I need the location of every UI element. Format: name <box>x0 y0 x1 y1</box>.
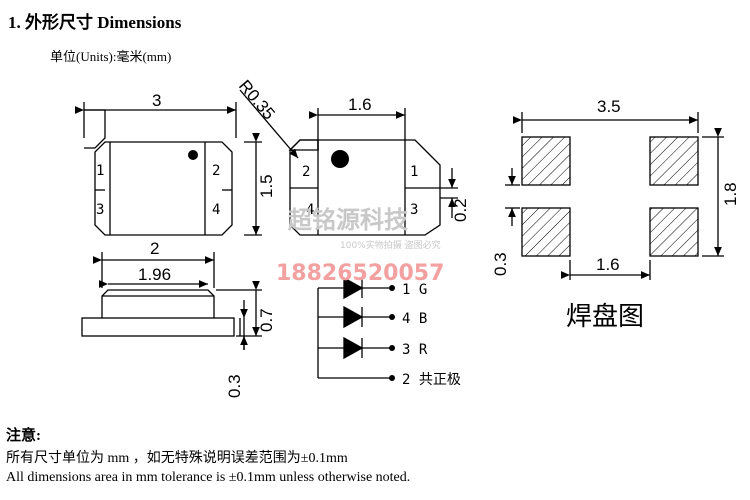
dim-side-base: 0.3 <box>225 374 244 398</box>
dim-right-width: 1.6 <box>348 95 372 114</box>
bottom-pin-4: 4 <box>306 202 314 218</box>
top-view <box>74 102 262 236</box>
dim-side-height: 0.7 <box>257 308 276 332</box>
bottom-pin-3: 3 <box>410 202 418 218</box>
watermark-phone: 18826520057 <box>276 261 444 286</box>
circuit-common-anode: 2 共正极 <box>402 372 461 388</box>
pin1-dot <box>188 150 198 160</box>
pin1-marker <box>331 150 349 168</box>
top-pin-4: 4 <box>212 202 220 218</box>
dim-pad-height: 1.8 <box>721 182 740 206</box>
dim-right-notch: 0.2 <box>451 198 470 222</box>
watermark-company: 超铭源科技 <box>288 206 409 234</box>
dim-side-inner-width: 1.96 <box>138 265 171 284</box>
circuit-pin-b: 4 B <box>402 311 427 327</box>
bottom-pin-2: 2 <box>302 164 310 180</box>
circuit-pin-g: 1 G <box>402 282 427 298</box>
dim-side-width: 2 <box>150 239 159 258</box>
pad-layout <box>505 112 724 280</box>
circuit-diagram <box>317 276 392 379</box>
circuit-pin-r: 3 R <box>402 342 428 358</box>
notes-english: All dimensions area in mm tolerance is ±… <box>6 470 411 485</box>
top-pin-1: 1 <box>96 163 104 179</box>
notes-title: 注意: <box>6 428 41 444</box>
dim-pad-small: 0.3 <box>491 252 510 276</box>
units-label: 单位(Units):毫米(mm) <box>50 49 172 64</box>
bottom-pin-1: 1 <box>410 164 418 180</box>
dim-top-width: 3 <box>152 91 161 110</box>
top-pin-2: 2 <box>212 163 220 179</box>
bottom-view <box>239 89 458 236</box>
top-pin-3: 3 <box>96 202 104 218</box>
dim-top-height: 1.5 <box>257 174 276 198</box>
notes-chinese: 所有尺寸单位为 mm ，如无特殊说明误差范围为±0.1mm <box>6 451 348 466</box>
section-heading: 1. 外形尺寸 Dimensions <box>8 13 182 32</box>
side-view <box>81 252 262 350</box>
watermark-slogan: 100%实物拍摄 盗图必究 <box>340 239 441 251</box>
dim-pad-span: 3.5 <box>597 97 621 116</box>
pad-diagram-label: 焊盘图 <box>566 302 644 332</box>
dim-radius: R0.35 <box>235 76 279 123</box>
dim-pad-gap: 1.6 <box>596 255 620 274</box>
